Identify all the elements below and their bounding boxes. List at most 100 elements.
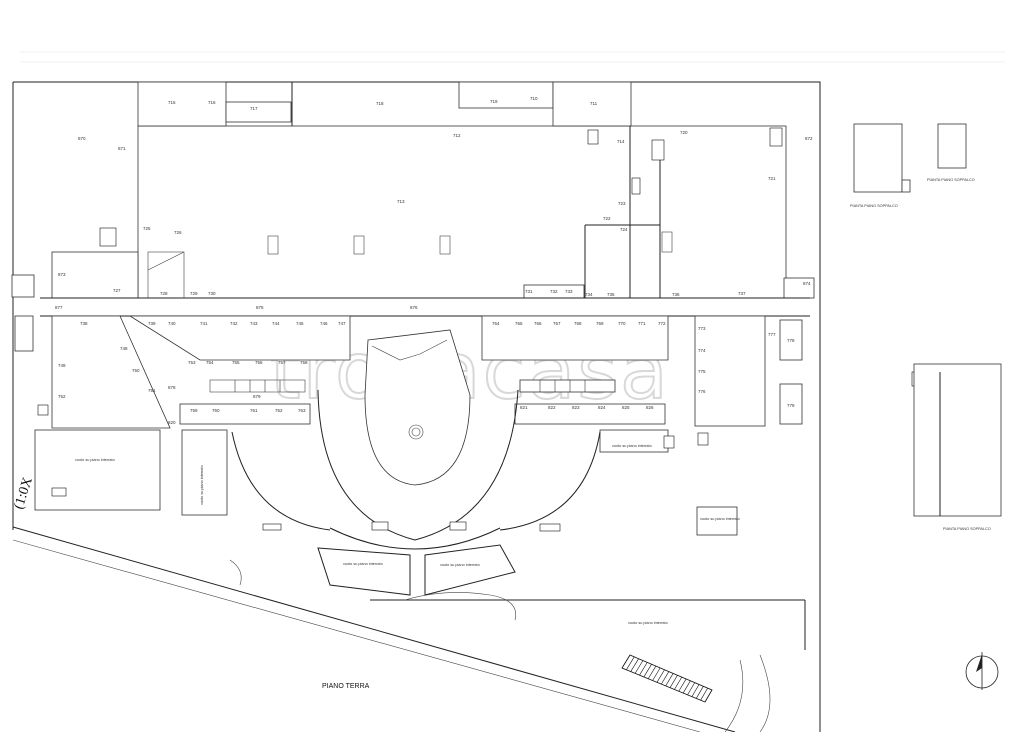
ramp-step — [691, 684, 700, 697]
room-number: 871 — [118, 146, 126, 151]
room-number: 769 — [596, 321, 604, 326]
room-labels: 715 716 717 718 719 710 711 712 713 714 … — [55, 96, 813, 425]
ramp-step — [665, 673, 674, 687]
room-number: 879 — [253, 394, 261, 399]
ramp-step — [639, 662, 648, 676]
void-note: vuoto su piano interrato — [75, 458, 115, 462]
room-number: 739 — [148, 321, 156, 326]
ramp-step — [669, 675, 678, 688]
room-number: 729 — [190, 291, 198, 296]
room-number: 756 — [255, 360, 263, 365]
room-number: 822 — [548, 405, 556, 410]
east-wing — [481, 315, 803, 536]
room-number: 720 — [680, 130, 688, 135]
room-number: 870 — [78, 136, 86, 141]
room-number: 738 — [80, 321, 88, 326]
room-number: 873 — [58, 272, 66, 277]
room-number: 825 — [622, 405, 630, 410]
ramp-step — [643, 664, 652, 678]
ramp-step — [704, 689, 713, 703]
site-boundary — [13, 81, 821, 732]
scale-stamp: (1:0X — [12, 476, 36, 512]
room-number: 820 — [168, 420, 176, 425]
room-number: 723 — [618, 201, 626, 206]
room-number: 872 — [805, 136, 813, 141]
room-number: 770 — [618, 321, 626, 326]
ramp-step — [678, 678, 687, 692]
room-number: 824 — [598, 405, 606, 410]
void-note: vuoto su piano interrato — [200, 465, 204, 505]
room-number: 730 — [208, 291, 216, 296]
room-number: 736 — [672, 292, 680, 297]
room-number: 734 — [585, 292, 593, 297]
room-number: 763 — [298, 408, 306, 413]
ramp-step — [656, 669, 665, 683]
room-number: 875 — [256, 305, 264, 310]
ramp-stairs — [621, 654, 713, 703]
mezzanine-title-1: PIANTA PIANO SOPPALCO — [850, 204, 898, 208]
room-number: 726 — [174, 230, 182, 235]
room-number: 757 — [278, 360, 286, 365]
ramp-step — [652, 667, 661, 681]
room-number: 718 — [376, 101, 384, 106]
room-number: 876 — [410, 305, 418, 310]
room-number: 749 — [58, 363, 66, 368]
room-number: 764 — [492, 321, 500, 326]
room-number: 715 — [168, 100, 176, 105]
room-number: 826 — [646, 405, 654, 410]
mezzanine-title-3: PIANTA PIANO SOPPALCO — [943, 527, 991, 531]
room-number: 724 — [620, 227, 628, 232]
void-note: vuoto su piano interrato — [700, 517, 740, 521]
void-note: vuoto su piano interrato — [628, 621, 668, 625]
mezzanine-title-2: PIANTA PIANO SOPPALCO — [927, 178, 975, 182]
ramp-step — [661, 671, 670, 685]
ramp-step — [626, 656, 635, 670]
road-lines — [12, 526, 806, 732]
ramp-step — [634, 660, 644, 674]
room-number: 760 — [212, 408, 220, 413]
room-number: 761 — [250, 408, 258, 413]
room-number: 773 — [698, 326, 706, 331]
room-number: 733 — [565, 289, 573, 294]
room-number: 747 — [338, 321, 346, 326]
room-number: 777 — [768, 332, 776, 337]
room-number: 766 — [534, 321, 542, 326]
room-number: 743 — [250, 321, 258, 326]
room-number: 731 — [525, 289, 533, 294]
room-number: 744 — [272, 321, 280, 326]
plan-title: PIANO TERRA — [322, 683, 370, 690]
room-number: 752 — [58, 394, 66, 399]
room-number: 740 — [168, 321, 176, 326]
room-number: 771 — [638, 321, 646, 326]
west-wing — [14, 315, 351, 516]
ramp-step — [700, 688, 708, 701]
room-number: 768 — [574, 321, 582, 326]
room-number: 713 — [397, 199, 405, 204]
ramp-step — [630, 658, 639, 672]
room-number: 712 — [453, 133, 461, 138]
room-number: 714 — [617, 139, 625, 144]
room-number: 878 — [168, 385, 176, 390]
ramp-step — [647, 665, 657, 679]
room-number: 710 — [530, 96, 538, 101]
room-number: 741 — [200, 321, 208, 326]
room-number: 746 — [320, 321, 328, 326]
room-number: 737 — [738, 291, 746, 296]
room-number: 732 — [550, 289, 558, 294]
room-number: 748 — [120, 346, 128, 351]
ramp-step — [674, 676, 683, 690]
faint-header — [20, 51, 1005, 63]
room-number: 750 — [132, 368, 140, 373]
room-number: 778 — [787, 338, 795, 343]
room-number: 874 — [803, 281, 811, 286]
room-number: 759 — [190, 408, 198, 413]
void-note: vuoto su piano interrato — [612, 444, 652, 448]
room-number: 742 — [230, 321, 238, 326]
ramp-step — [682, 680, 691, 694]
room-number: 754 — [206, 360, 214, 365]
room-number: 765 — [515, 321, 523, 326]
room-number: 711 — [590, 101, 598, 106]
central-rotunda — [231, 329, 601, 596]
void-note: vuoto su piano interrato — [343, 562, 383, 566]
